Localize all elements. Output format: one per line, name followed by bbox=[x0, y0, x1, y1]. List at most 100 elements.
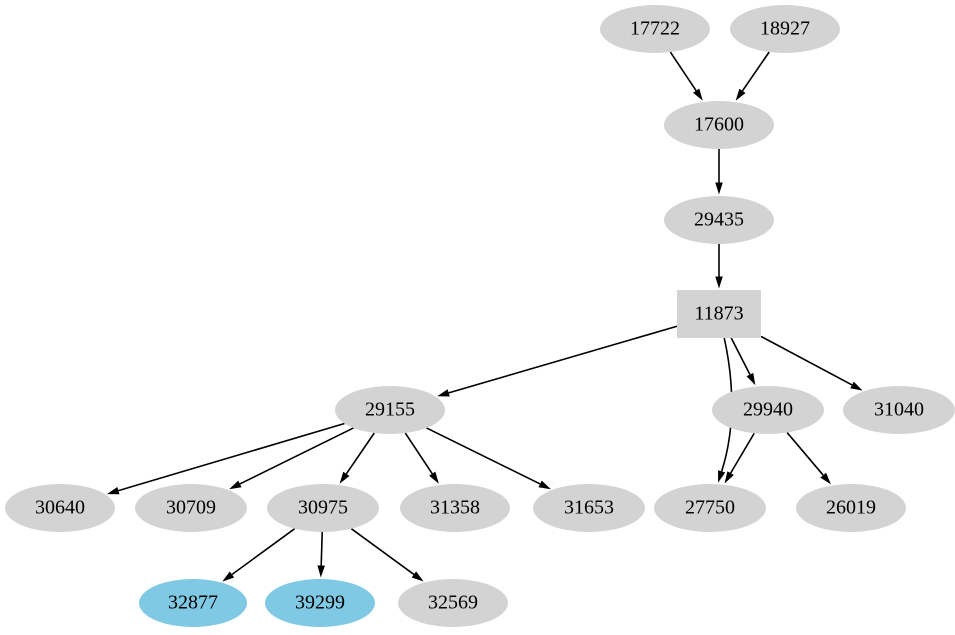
edge-17722-to-17600 bbox=[669, 51, 703, 101]
graph-node-29155[interactable]: 29155 bbox=[335, 386, 445, 434]
edge-line bbox=[404, 432, 433, 475]
edge-29155-to-30640 bbox=[106, 422, 345, 495]
node-ellipse-shape[interactable] bbox=[664, 196, 774, 244]
edge-11873-to-29155 bbox=[437, 325, 678, 397]
graph-node-39299[interactable]: 39299 bbox=[265, 579, 375, 627]
graph-node-32877[interactable]: 32877 bbox=[139, 579, 247, 627]
node-label: 29435 bbox=[694, 209, 744, 231]
edge-arrowhead bbox=[106, 487, 120, 495]
node-label: 39299 bbox=[295, 592, 345, 614]
node-label: 30709 bbox=[166, 497, 216, 519]
edge-29940-to-27750 bbox=[724, 432, 755, 484]
node-ellipse-shape[interactable] bbox=[400, 484, 510, 532]
node-ellipse-shape[interactable] bbox=[135, 484, 247, 532]
graph-node-30709[interactable]: 30709 bbox=[135, 484, 247, 532]
node-ellipse-shape[interactable] bbox=[664, 101, 774, 149]
graph-node-32569[interactable]: 32569 bbox=[398, 579, 508, 627]
edge-29155-to-30975 bbox=[339, 432, 375, 484]
edge-arrowhead bbox=[718, 470, 726, 483]
node-ellipse-shape[interactable] bbox=[267, 484, 379, 532]
edge-29155-to-30709 bbox=[229, 427, 354, 490]
node-label: 26019 bbox=[826, 497, 876, 519]
node-label: 32877 bbox=[168, 592, 218, 614]
edge-arrowhead bbox=[715, 276, 723, 289]
edge-arrowhead bbox=[437, 389, 450, 397]
edge-arrowhead bbox=[538, 480, 551, 490]
graph-node-27750[interactable]: 27750 bbox=[654, 484, 766, 532]
graph-node-11873[interactable]: 11873 bbox=[677, 290, 761, 338]
node-label: 30640 bbox=[35, 497, 85, 519]
node-label: 17722 bbox=[630, 18, 680, 40]
graph-node-30975[interactable]: 30975 bbox=[267, 484, 379, 532]
edge-line bbox=[741, 51, 770, 92]
edge-arrowhead bbox=[715, 182, 723, 195]
edge-line bbox=[350, 528, 415, 576]
edge-arrowhead bbox=[820, 472, 831, 485]
edge-arrowhead bbox=[735, 88, 746, 101]
edge-arrowhead bbox=[222, 571, 235, 582]
edge-line bbox=[730, 337, 751, 375]
edge-30975-to-39299 bbox=[317, 531, 325, 578]
edge-line bbox=[231, 528, 296, 576]
graph-node-17722[interactable]: 17722 bbox=[600, 5, 710, 53]
graph-node-31040[interactable]: 31040 bbox=[843, 386, 955, 434]
edge-30975-to-32569 bbox=[350, 528, 424, 582]
graph-node-29435[interactable]: 29435 bbox=[664, 196, 774, 244]
node-ellipse-shape[interactable] bbox=[335, 386, 445, 434]
node-label: 31653 bbox=[564, 497, 614, 519]
node-label: 11873 bbox=[694, 303, 743, 325]
edge-30975-to-32877 bbox=[222, 528, 296, 582]
node-ellipse-shape[interactable] bbox=[730, 5, 840, 53]
node-ellipse-shape[interactable] bbox=[843, 386, 955, 434]
edge-line bbox=[786, 432, 824, 476]
node-ellipse-shape[interactable] bbox=[265, 579, 375, 627]
node-label: 29940 bbox=[743, 399, 793, 421]
edge-arrowhead bbox=[229, 480, 242, 490]
edge-arrowhead bbox=[429, 471, 439, 484]
graph-node-30640[interactable]: 30640 bbox=[5, 484, 115, 532]
graph-node-26019[interactable]: 26019 bbox=[796, 484, 906, 532]
edge-18927-to-17600 bbox=[735, 51, 770, 101]
edge-29940-to-26019 bbox=[786, 432, 831, 485]
edge-line bbox=[118, 422, 345, 492]
node-label: 29155 bbox=[365, 399, 415, 421]
graph-node-18927[interactable]: 18927 bbox=[730, 5, 840, 53]
nodes-layer: 17722 18927 17600 29435 11873 29155 29940 31040… bbox=[5, 5, 955, 627]
edge-11873-to-31040 bbox=[760, 335, 863, 391]
node-ellipse-shape[interactable] bbox=[139, 579, 247, 627]
node-ellipse-shape[interactable] bbox=[712, 386, 824, 434]
edge-arrowhead bbox=[317, 565, 325, 578]
node-ellipse-shape[interactable] bbox=[5, 484, 115, 532]
edge-arrowhead bbox=[746, 372, 756, 386]
edge-line bbox=[729, 432, 755, 474]
node-label: 31358 bbox=[430, 497, 480, 519]
graph-node-31653[interactable]: 31653 bbox=[533, 484, 645, 532]
edge-line bbox=[448, 325, 678, 394]
node-box-shape[interactable] bbox=[677, 290, 761, 338]
node-ellipse-shape[interactable] bbox=[654, 484, 766, 532]
edge-17600-to-29435 bbox=[715, 149, 723, 195]
graph-node-31358[interactable]: 31358 bbox=[400, 484, 510, 532]
graph-node-17600[interactable]: 17600 bbox=[664, 101, 774, 149]
edge-line bbox=[669, 51, 697, 92]
edge-29155-to-31653 bbox=[426, 427, 551, 490]
edge-arrowhead bbox=[411, 571, 424, 582]
node-label: 30975 bbox=[298, 497, 348, 519]
edges-layer bbox=[106, 51, 863, 582]
edge-line bbox=[345, 432, 375, 475]
node-ellipse-shape[interactable] bbox=[600, 5, 710, 53]
node-ellipse-shape[interactable] bbox=[398, 579, 508, 627]
graph-node-29940[interactable]: 29940 bbox=[712, 386, 824, 434]
edge-line bbox=[320, 531, 324, 566]
edge-arrowhead bbox=[724, 471, 734, 484]
edge-arrowhead bbox=[339, 471, 350, 484]
node-label: 17600 bbox=[694, 114, 744, 136]
edge-29435-to-11873 bbox=[715, 244, 723, 289]
edge-11873-to-29940 bbox=[730, 337, 756, 386]
node-ellipse-shape[interactable] bbox=[533, 484, 645, 532]
edge-arrowhead bbox=[693, 88, 703, 101]
node-ellipse-shape[interactable] bbox=[796, 484, 906, 532]
edge-line bbox=[426, 427, 541, 485]
edge-29155-to-31358 bbox=[404, 432, 439, 484]
